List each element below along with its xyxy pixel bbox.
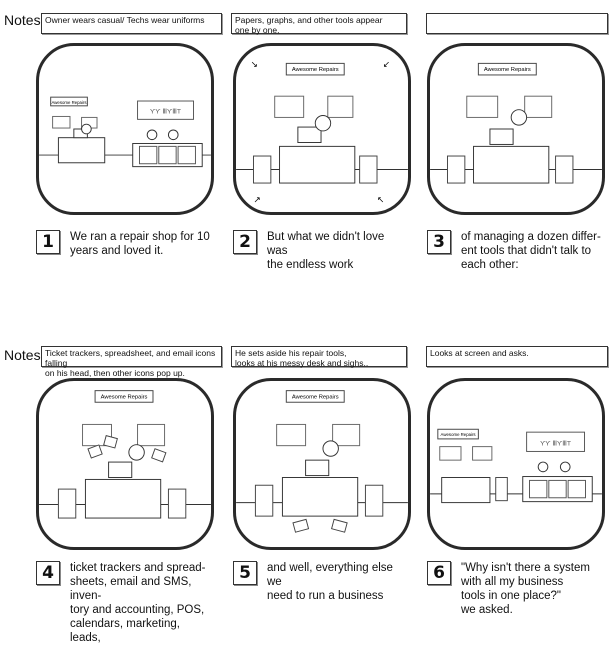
caption-2: 2 But what we didn't love was the endles… xyxy=(233,230,407,272)
shop-scene-illustration: Awesome Repairs ϒϒ ⅢϒⅢT xyxy=(39,96,211,168)
panel-number-5: 5 xyxy=(233,561,257,585)
comic-panel-3: Awesome Repairs xyxy=(427,43,605,215)
panel-number-4: 4 xyxy=(36,561,60,585)
notes-label-row-2: Notes xyxy=(4,347,41,363)
caption-6: 6 "Why isn't there a system with all my … xyxy=(427,561,601,617)
svg-text:↘: ↘ xyxy=(251,59,258,69)
note-box-4[interactable]: Ticket trackers, spreadsheet, and email … xyxy=(41,346,222,378)
svg-text:Awesome Repairs: Awesome Repairs xyxy=(292,67,339,73)
panel-number-1: 1 xyxy=(36,230,60,254)
caption-text-2: But what we didn't love was the endless … xyxy=(267,231,385,271)
comic-panel-1: Awesome Repairs ϒϒ ⅢϒⅢT xyxy=(36,43,214,215)
svg-text:↙: ↙ xyxy=(383,59,390,69)
comic-panel-4: Awesome Repairs xyxy=(36,378,214,550)
caption-text-1: We ran a repair shop for 10 years and lo… xyxy=(70,231,210,257)
panel-number-3: 3 xyxy=(427,230,451,254)
caption-text-5: and well, everything else we need to run… xyxy=(267,562,393,602)
desk-papers-illustration: Awesome Repairs ↘ ↙ ↗ ↖ xyxy=(236,59,408,204)
desk-mess-illustration: Awesome Repairs xyxy=(236,390,408,533)
svg-text:Awesome Repairs: Awesome Repairs xyxy=(292,394,339,400)
desk-icons-illustration: Awesome Repairs xyxy=(39,390,211,519)
note-box-5[interactable]: He sets aside his repair tools, looks at… xyxy=(231,346,407,368)
shop-mess-illustration: Awesome Repairs ϒϒ ⅢϒⅢT xyxy=(430,428,602,504)
caption-text-4: ticket trackers and spread- sheets, emai… xyxy=(70,562,206,644)
svg-text:ϒϒ ⅢϒⅢT: ϒϒ ⅢϒⅢT xyxy=(150,109,181,116)
shop-sign-text: Awesome Repairs xyxy=(51,100,86,105)
panel-number-2: 2 xyxy=(233,230,257,254)
note-box-3[interactable] xyxy=(426,13,608,34)
svg-text:↗: ↗ xyxy=(253,194,260,204)
panel-number-6: 6 xyxy=(427,561,451,585)
svg-text:Awesome Repairs: Awesome Repairs xyxy=(484,67,531,73)
caption-4: 4 ticket trackers and spread- sheets, em… xyxy=(36,561,210,645)
caption-3: 3 of managing a dozen differ- ent tools … xyxy=(427,230,601,272)
caption-5: 5 and well, everything else we need to r… xyxy=(233,561,407,603)
desk-confused-illustration: Awesome Repairs xyxy=(430,62,602,184)
caption-1: 1 We ran a repair shop for 10 years and … xyxy=(36,230,210,258)
comic-panel-6: Awesome Repairs ϒϒ ⅢϒⅢT xyxy=(427,378,605,550)
notes-label-row-1: Notes xyxy=(4,12,41,28)
svg-text:Awesome Repairs: Awesome Repairs xyxy=(441,432,476,437)
comic-panel-5: Awesome Repairs xyxy=(233,378,411,550)
svg-text:Awesome Repairs: Awesome Repairs xyxy=(101,394,148,400)
svg-text:ϒϒ ⅢϒⅢT: ϒϒ ⅢϒⅢT xyxy=(540,441,571,448)
note-box-6[interactable]: Looks at screen and asks. xyxy=(426,346,608,367)
caption-text-3: of managing a dozen differ- ent tools th… xyxy=(461,231,601,271)
note-box-2[interactable]: Papers, graphs, and other tools appear o… xyxy=(231,13,407,35)
comic-panel-2: Awesome Repairs ↘ ↙ ↗ ↖ xyxy=(233,43,411,215)
note-box-1[interactable]: Owner wears casual/ Techs wear uniforms xyxy=(41,13,222,34)
svg-text:↖: ↖ xyxy=(377,194,384,204)
caption-text-6: "Why isn't there a system with all my bu… xyxy=(461,562,590,616)
